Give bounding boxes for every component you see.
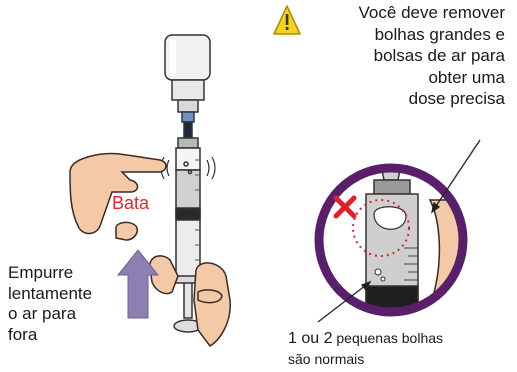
warning-line: obter uma — [428, 67, 505, 87]
push-line: Empurre — [8, 263, 74, 282]
up-arrow-icon — [116, 249, 160, 319]
warning-line: Você deve remover — [358, 3, 505, 22]
bubbles-desc: pequenas bolhas — [332, 330, 444, 346]
bubbles-line-2: são normais — [288, 351, 365, 367]
warning-line: dose precisa — [408, 89, 505, 108]
holding-hand — [149, 255, 231, 347]
push-text: Empurre lentamente o ar para fora — [8, 263, 118, 345]
leader-line-warning — [430, 139, 481, 214]
tapping-hand — [69, 152, 167, 241]
warning-line: bolhas grandes e — [374, 24, 505, 44]
push-line: lentamente — [8, 283, 93, 303]
warning-line: bolsas de ar para — [373, 46, 505, 65]
zoom-detail — [314, 163, 468, 317]
warning-triangle-icon — [273, 5, 301, 35]
push-line: o ar para — [8, 304, 77, 323]
tap-label: Bata — [112, 193, 150, 213]
warning-text: Você deve remover bolhas grandes e bolsa… — [275, 2, 505, 110]
bubbles-count: 1 ou 2 — [288, 330, 333, 347]
cross-mark-icon — [333, 195, 357, 219]
leader-line-bubbles — [317, 280, 372, 323]
bubbles-line-1: 1 ou 2 pequenas bolhas — [288, 328, 513, 349]
push-line: fora — [8, 324, 38, 344]
bubbles-text: 1 ou 2 pequenas bolhas são normais — [288, 328, 513, 369]
